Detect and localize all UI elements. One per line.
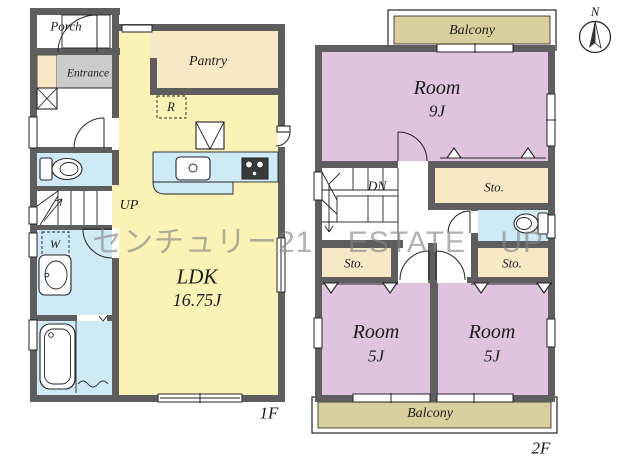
stair-entry — [112, 185, 119, 228]
sto-left — [322, 248, 391, 277]
room-5j-left — [322, 283, 430, 395]
ldk-label: LDK — [176, 264, 218, 289]
sto-left-label: Sto. — [344, 255, 364, 271]
entrance-door-arc — [57, 14, 98, 53]
balcony-top-fill — [393, 15, 551, 45]
shoe-box-icon — [36, 87, 58, 110]
sto-under-room9 — [435, 168, 548, 203]
range-hood-icon — [195, 121, 225, 150]
washroom-door-arc — [82, 228, 113, 259]
ldk-size-label: 16.75J — [172, 290, 222, 310]
room9-label: Room — [413, 77, 461, 99]
room-9j — [322, 52, 548, 161]
room5a-door-arc — [399, 250, 430, 281]
bathtub-icon — [39, 315, 109, 393]
porch-door-panel — [61, 14, 111, 49]
door-arcs — [57, 14, 471, 281]
staircase-2f-icon — [321, 168, 399, 240]
staircase-1f-icon — [36, 190, 98, 226]
room-entrance — [57, 55, 112, 88]
door-gap — [278, 129, 285, 147]
kitchen-sink-icon — [175, 156, 211, 181]
toilet2-door-arc — [447, 210, 471, 234]
closet-marks — [322, 147, 553, 294]
pantry-label: Pantry — [188, 54, 228, 69]
room5a-size-label: 5J — [367, 346, 385, 366]
balcony-top-label: Balcony — [449, 23, 495, 38]
room5a-label: Room — [352, 321, 400, 343]
sto-right-label: Sto. — [502, 255, 522, 271]
stairs-down-label: DN — [367, 178, 387, 194]
room5b-size-label: 5J — [483, 346, 501, 366]
washbasin-icon — [38, 254, 72, 296]
compass-north-label: N — [590, 4, 600, 19]
entrance-closet — [36, 54, 58, 89]
room-5j-right — [438, 283, 548, 395]
stairs-up-label: UP — [119, 198, 139, 213]
floor2-room-fills — [322, 52, 548, 395]
refrigerator-box — [156, 95, 187, 119]
floor2-label: 2F — [531, 438, 551, 458]
back-door-leaf — [276, 125, 291, 133]
room5b-label: Room — [468, 321, 516, 343]
windows — [28, 24, 556, 403]
sto-right — [478, 248, 548, 277]
room5b-door-arc — [435, 250, 466, 281]
washer-box — [41, 231, 70, 257]
kitchen-counter — [152, 151, 279, 195]
entrance-label: Entrance — [66, 67, 110, 80]
toilet-icon-2f — [513, 212, 549, 235]
balcony-top — [387, 9, 557, 51]
toilet-icon-1f — [39, 157, 83, 181]
balcony-bottom — [311, 396, 558, 434]
stove-icon — [241, 157, 269, 180]
balcony-bottom-label: Balcony — [407, 406, 453, 421]
counter-extension — [152, 181, 234, 195]
porch-label: Porch — [50, 18, 82, 34]
washer-label: W — [50, 237, 60, 251]
back-door-arc — [275, 131, 291, 147]
room-pantry — [150, 31, 278, 88]
refrigerator-label: R — [167, 99, 175, 114]
compass-icon — [578, 20, 612, 54]
room9-size-label: 9J — [428, 101, 446, 121]
floor1-label: 1F — [259, 403, 279, 423]
balcony-bottom-fill — [317, 401, 552, 429]
sto-room9-label: Sto. — [484, 179, 504, 195]
room9-door-arc — [397, 131, 428, 162]
hall-ldk-door-arc — [73, 117, 105, 149]
